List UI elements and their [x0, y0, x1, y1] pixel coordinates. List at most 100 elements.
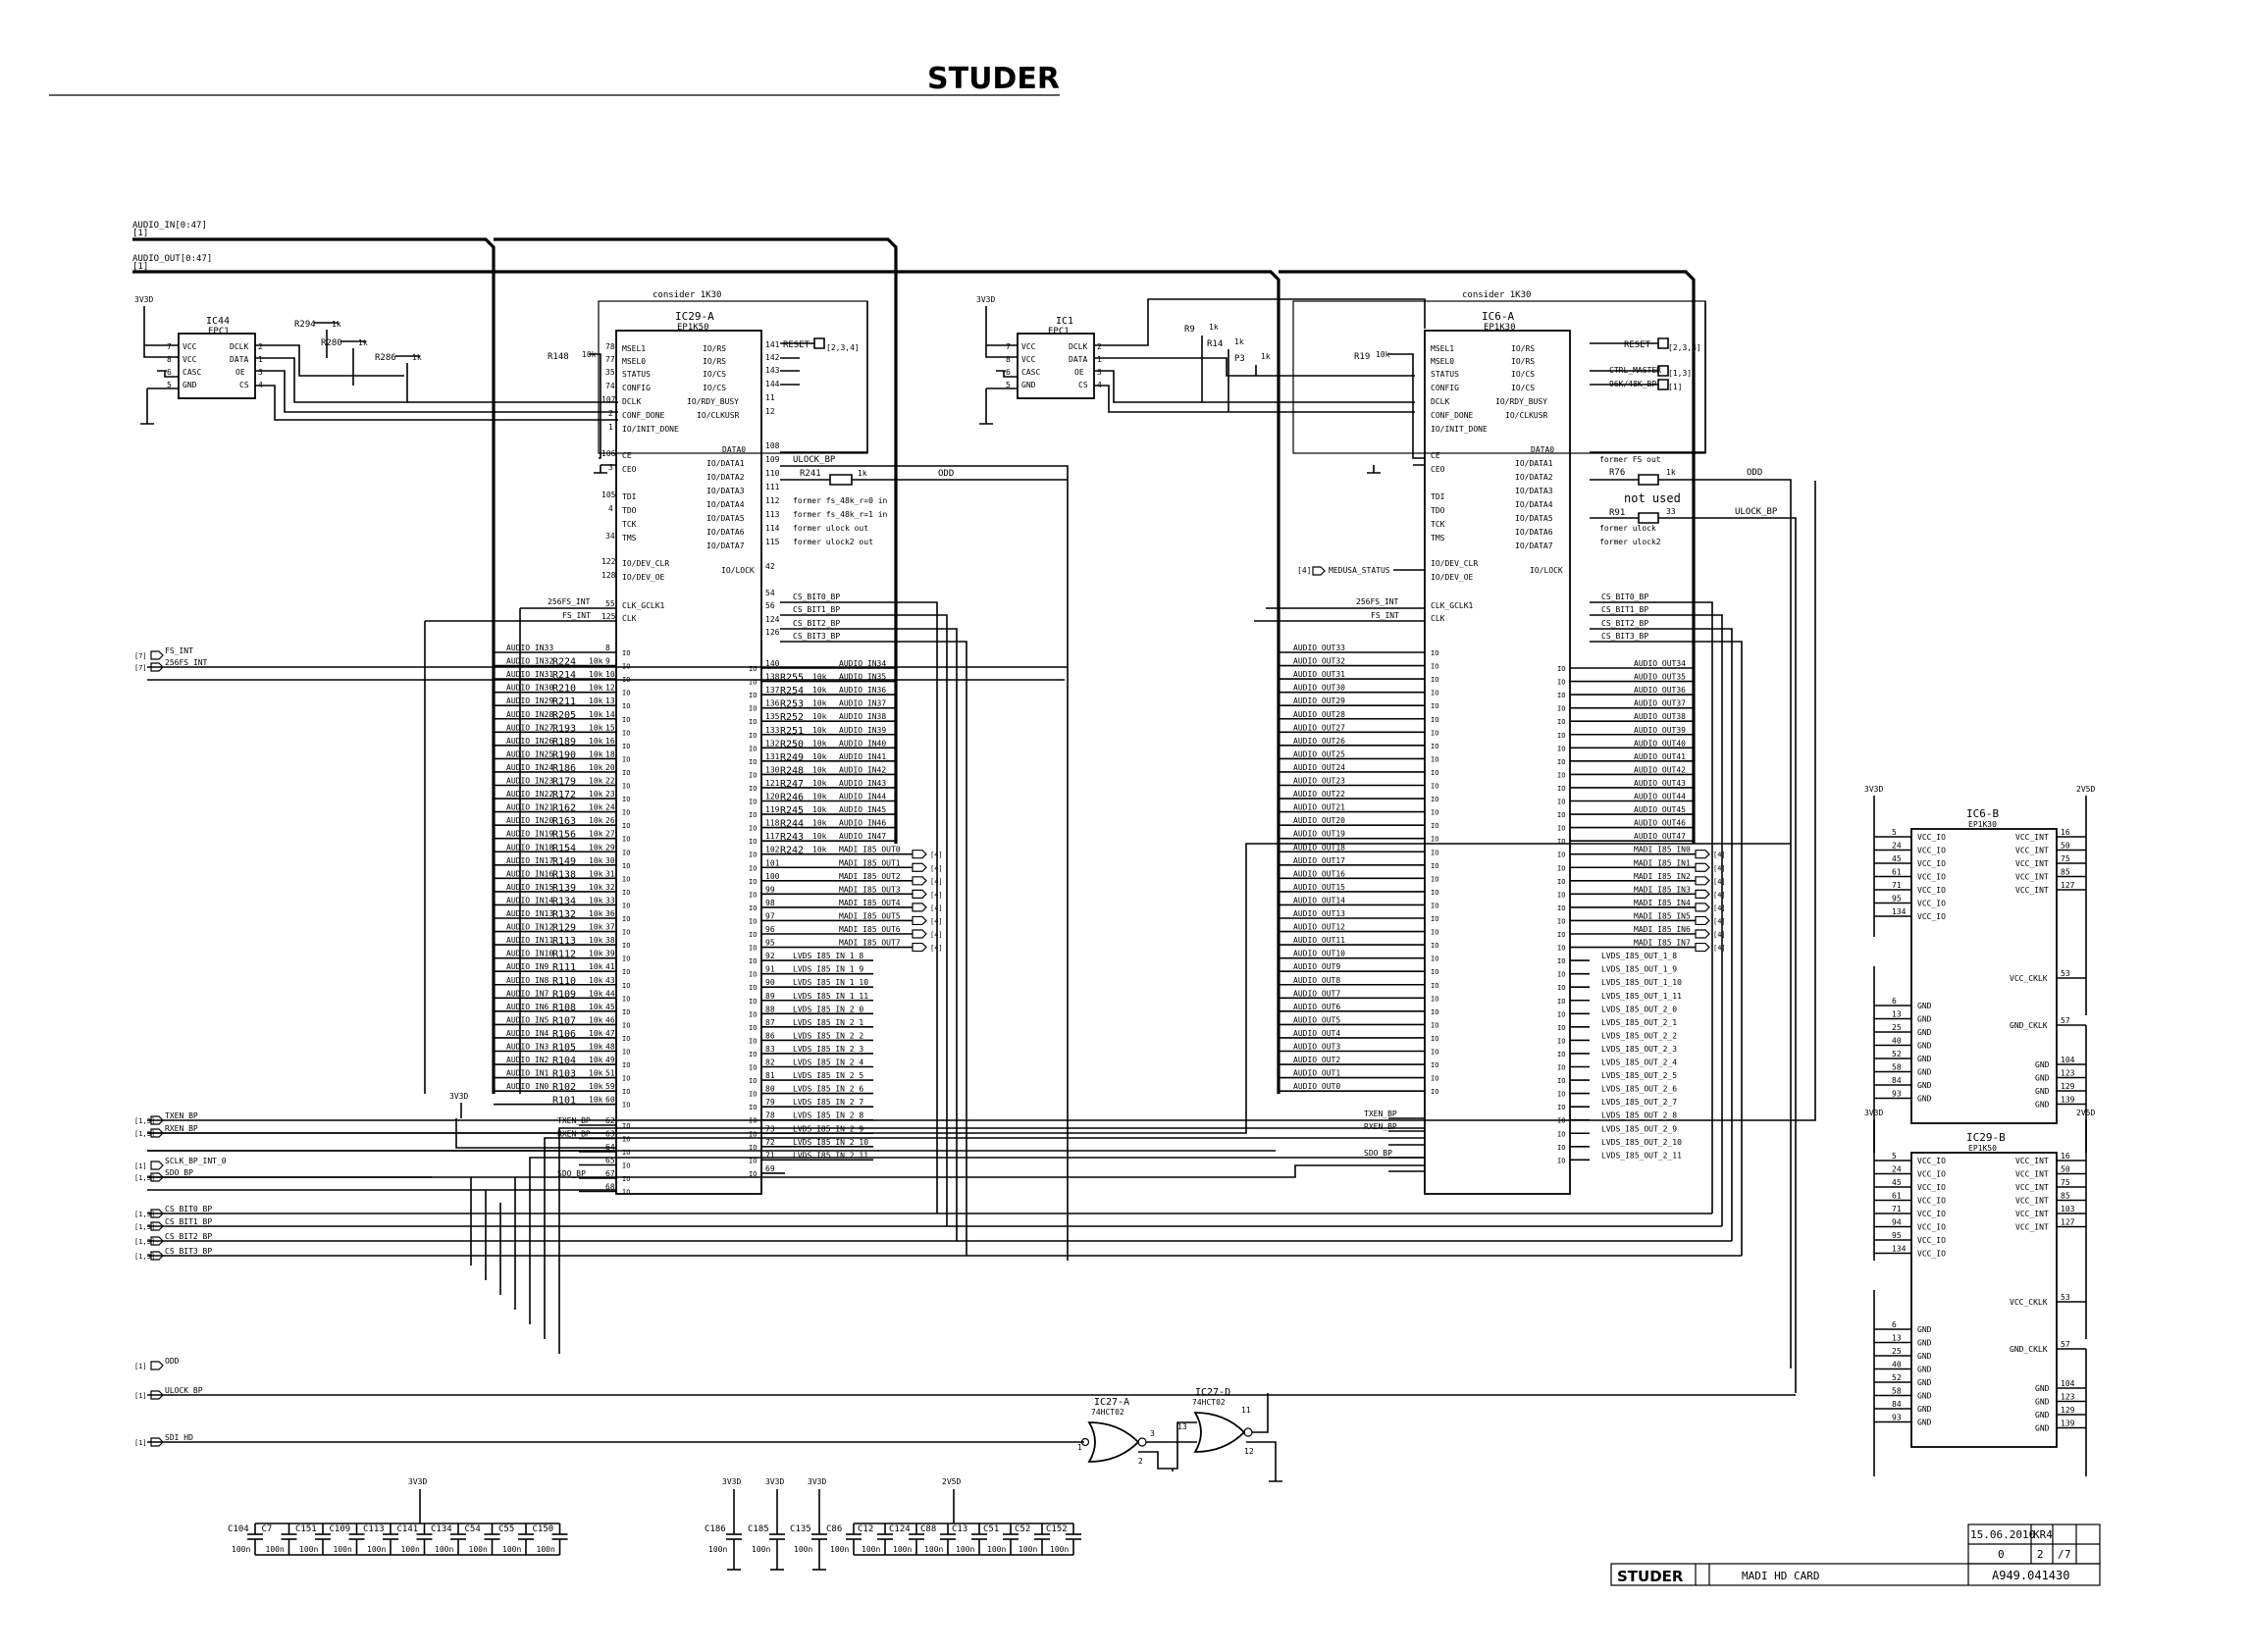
svg-text:ODD: ODD — [938, 469, 954, 479]
r294-label: R294 — [294, 320, 316, 330]
svg-text:IO/INIT_DONE: IO/INIT_DONE — [1431, 425, 1488, 434]
svg-text:56: 56 — [765, 601, 775, 610]
svg-text:consider 1K30: consider 1K30 — [653, 290, 721, 300]
svg-text:IO/LOCK: IO/LOCK — [1530, 566, 1563, 575]
ic6a-left-io-signal: AUDIO_OUT25 — [1293, 749, 1345, 758]
capacitor-value: 100n — [232, 1545, 250, 1554]
svg-text:78: 78 — [605, 342, 615, 351]
vccint-pin: 103 — [2061, 1205, 2075, 1213]
svg-text:CASC: CASC — [183, 368, 201, 377]
port-signal: ULOCK_BP — [165, 1386, 203, 1395]
vcc-ckl-label: VCC_CKLK — [2010, 974, 2048, 983]
vccint-pin: 85 — [2061, 1192, 2070, 1201]
ic29a-bottom-io-pin: 65 — [605, 1157, 615, 1165]
ic29a-right-io-pin: 79 — [765, 1098, 775, 1107]
ic29a-right-io-signal: AUDIO_IN45 — [839, 805, 886, 814]
ic29a-left-io-value: 10k — [589, 777, 603, 786]
ic6a-left-io-signal: AUDIO_OUT3 — [1293, 1043, 1340, 1052]
gnd-label: GND — [1917, 1366, 1932, 1374]
svg-text:STATUS: STATUS — [622, 370, 651, 379]
vccio-label: VCC_IO — [1917, 1210, 1946, 1218]
ic6a-right-io-signal: LVDS_I85_OUT_2_11 — [1601, 1151, 1682, 1160]
ic1-config-device: IC1 EPC1 VCC VCC CASC GND DCLK DATA OE C… — [1006, 316, 1102, 399]
svg-text:35: 35 — [605, 368, 615, 377]
ic29a-left-io-value: 10k — [589, 737, 603, 746]
ic29a-left-io-value: 10k — [589, 883, 603, 892]
ic6a-madi-port — [1695, 929, 1710, 939]
svg-text:6: 6 — [167, 368, 172, 377]
svg-text:115: 115 — [765, 538, 780, 546]
gnd-r-label: GND — [2035, 1060, 2050, 1069]
svg-text:107: 107 — [601, 395, 616, 404]
svg-text:RESET: RESET — [1624, 340, 1651, 350]
ic29a-right-io-signal: LVDS_I85_IN_1_11 — [793, 992, 868, 1001]
capacitor-value: 100n — [830, 1545, 849, 1554]
ic29a-bottom-io-pin: 63 — [605, 1130, 615, 1139]
ic29a-left-io-resistor: R129 — [552, 923, 576, 934]
ic6a-right-io-signal: MADI_I85_IN6 — [1634, 925, 1691, 934]
svg-text:IO/CS: IO/CS — [1511, 370, 1535, 379]
ic6a-right-io-label: IO — [1557, 878, 1565, 886]
svg-text:3: 3 — [1097, 368, 1102, 377]
ic29a-3v3-label: 3V3D — [449, 1092, 468, 1101]
gnd-pin: 13 — [1892, 1334, 1902, 1343]
svg-text:8: 8 — [167, 355, 172, 364]
svg-text:/: / — [2058, 1548, 2064, 1561]
ic29a-right-io-pin: 80 — [765, 1085, 775, 1094]
svg-text:TCK: TCK — [622, 520, 637, 529]
ic6a-left-io-label: IO — [1431, 822, 1438, 830]
svg-text:DCLK: DCLK — [622, 397, 641, 406]
gnd-label: GND — [1917, 1378, 1932, 1387]
capacitor-name: C141 — [397, 1524, 419, 1534]
svg-text:IO/DATA2: IO/DATA2 — [706, 473, 745, 482]
gnd-pin: 40 — [1892, 1361, 1902, 1369]
svg-text:R91: R91 — [1609, 508, 1625, 518]
ic29a-right-io-signal: LVDS_I85_IN_2_5 — [793, 1071, 863, 1080]
svg-text:42: 42 — [765, 562, 775, 571]
gnd-pin: 52 — [1892, 1373, 1902, 1382]
ic6a-madi-ref: [4] — [1713, 931, 1726, 939]
ic6a-right-io-label: IO — [1557, 957, 1565, 965]
ic6a-right-io-signal: AUDIO_OUT40 — [1634, 739, 1686, 748]
ic29a-left-io-pin: 48 — [605, 1043, 615, 1052]
ic29a-left-io-pin: 59 — [605, 1082, 615, 1091]
svg-text:128: 128 — [601, 571, 616, 580]
ic29a-left-io-pin: 22 — [605, 777, 615, 786]
svg-text:55: 55 — [605, 599, 615, 608]
svg-text:IC27-D: IC27-D — [1195, 1387, 1230, 1398]
port-signal: CS_BIT2_BP — [165, 1232, 212, 1241]
svg-text:TDI: TDI — [622, 492, 637, 501]
ic6a-left-io-signal: AUDIO_OUT18 — [1293, 843, 1345, 852]
ic29a-ce-wires — [589, 353, 616, 474]
ic29a-left-io-resistor: R179 — [552, 777, 576, 788]
ic29a-right-io-signal: LVDS_I85_IN_2_6 — [793, 1085, 863, 1094]
ic29a-right-io-signal: AUDIO_IN38 — [839, 712, 886, 721]
svg-text:34: 34 — [605, 532, 615, 541]
ic29a-right-io-label: IO — [749, 1010, 757, 1018]
power-block-3v3: 3V3D — [1864, 785, 1883, 794]
ic6a-left-io-signal: AUDIO_OUT15 — [1293, 883, 1345, 892]
ic29a-right-io-signal: AUDIO_IN36 — [839, 686, 886, 695]
svg-text:122: 122 — [601, 557, 616, 566]
ic29a-left-io-resistor: R113 — [552, 936, 576, 947]
svg-text:2: 2 — [258, 342, 263, 351]
ic29a-left-io-signal: AUDIO_IN2 — [506, 1056, 549, 1064]
svg-text:TCK: TCK — [1431, 520, 1445, 529]
ic29a-right-io-label: IO — [749, 1091, 757, 1099]
svg-text:141: 141 — [765, 340, 780, 349]
capacitor-value: 100n — [794, 1545, 812, 1554]
vccio-pin: 5 — [1892, 1152, 1897, 1161]
ic29a-right-io-signal: AUDIO_IN37 — [839, 699, 886, 708]
port-ref: [1,3] — [134, 1117, 155, 1125]
ic6a-left-io-signal: AUDIO_OUT4 — [1293, 1029, 1340, 1038]
gnd-pin: 40 — [1892, 1037, 1902, 1046]
ic29a-right-io-signal: LVDS_I85_IN_1_10 — [793, 978, 868, 987]
port-ref: [1,3] — [134, 1130, 155, 1138]
ic29a-left-io-label: IO — [622, 796, 630, 803]
ic6a-right-io-signal: AUDIO_OUT41 — [1634, 752, 1686, 761]
ic29a-right-io-label: IO — [749, 1064, 757, 1072]
ic29a-right-io-pin: 71 — [765, 1151, 775, 1160]
